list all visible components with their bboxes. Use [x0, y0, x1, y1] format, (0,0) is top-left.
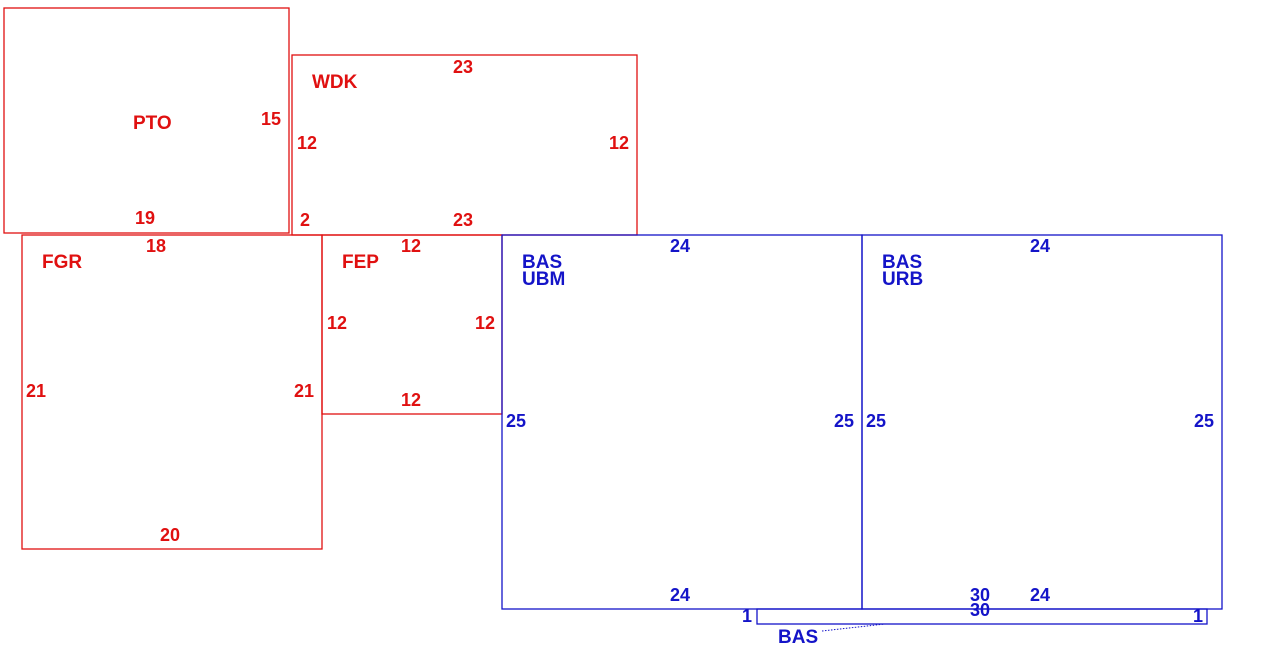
fgr-dim-bottom: 20	[160, 525, 180, 545]
bas-strip-dim-right: 1	[1193, 606, 1203, 626]
fgr-dim-right: 21	[294, 381, 314, 401]
bas-urb-dim-inner: 30	[970, 585, 990, 605]
bas-urb-dim-left: 25	[866, 411, 886, 431]
wdk-dim-top: 23	[453, 57, 473, 77]
area-pto-outline	[3, 7, 290, 234]
fgr-dim-top: 18	[146, 236, 166, 256]
bas-urb-dim-bottom: 24	[1030, 585, 1050, 605]
area-bas-ubm-label: BAS	[522, 252, 562, 273]
fep-dim-right: 12	[475, 313, 495, 333]
bas-ubm-dim-top: 24	[670, 236, 690, 256]
fep-dim-bottom: 12	[401, 390, 421, 410]
pto-dim-right: 15	[261, 109, 281, 129]
fep-dim-top: 12	[401, 236, 421, 256]
area-bas-ubm-outline	[501, 234, 863, 610]
area-bas-urb-outline	[861, 234, 1223, 610]
wdk-dim-left: 12	[297, 133, 317, 153]
area-fep-label: FEP	[342, 252, 379, 273]
area-bas-strip-label: BAS	[778, 627, 818, 648]
bas-strip-leader-line	[821, 623, 886, 632]
area-pto-label: PTO	[133, 113, 172, 134]
bas-strip-dim-left: 1	[742, 606, 752, 626]
area-bas-urb-sublabel: URB	[882, 269, 923, 290]
wdk-dim-corner: 2	[300, 210, 310, 230]
area-wdk-label: WDK	[312, 72, 358, 93]
pto-dim-bottom: 19	[135, 208, 155, 228]
bas-ubm-dim-left: 25	[506, 411, 526, 431]
bas-urb-dim-top: 24	[1030, 236, 1050, 256]
area-fgr-label: FGR	[42, 252, 82, 273]
wdk-dim-right: 12	[609, 133, 629, 153]
fgr-dim-left: 21	[26, 381, 46, 401]
area-fgr-outline	[21, 234, 323, 550]
bas-urb-dim-right: 25	[1194, 411, 1214, 431]
area-bas-strip-outline	[756, 608, 1208, 625]
area-bas-ubm-sublabel: UBM	[522, 269, 565, 290]
bas-ubm-dim-bottom: 24	[670, 585, 690, 605]
area-bas-urb-label: BAS	[882, 252, 922, 273]
bas-ubm-dim-right: 25	[834, 411, 854, 431]
fep-dim-left: 12	[327, 313, 347, 333]
bas-strip-dim-length: 30	[970, 600, 990, 620]
wdk-dim-bottom: 23	[453, 210, 473, 230]
